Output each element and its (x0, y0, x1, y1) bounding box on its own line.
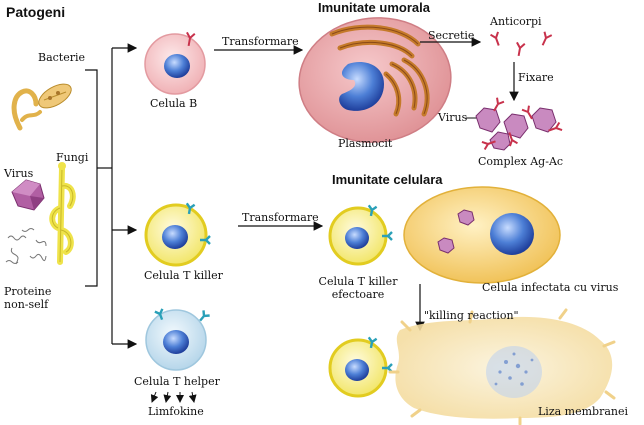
label-infected-cell: Celula infectata cu virus (482, 282, 618, 294)
label-transform-2: Transformare (242, 212, 319, 224)
label-fungi: Fungi (56, 152, 88, 164)
virus-illustration (12, 180, 44, 210)
b-cell (145, 32, 205, 94)
label-t-killer-effector-line2: efectoare (312, 289, 404, 301)
label-secretion: Secretie (428, 30, 474, 42)
antigen-antibody-complex (476, 98, 562, 150)
proteins-illustration (6, 229, 46, 265)
label-killing-reaction: "killing reaction" (424, 310, 519, 322)
label-t-killer-effector-line1: Celula T killer (312, 276, 404, 288)
label-proteins-line1: Proteine (4, 286, 51, 298)
label-transform-1: Transformare (222, 36, 299, 48)
t-killer-lysis-cell (330, 337, 392, 396)
t-helper-cell (146, 309, 210, 370)
label-t-killer: Celula T killer (144, 270, 223, 282)
label-antibodies: Anticorpi (490, 16, 542, 28)
heading-humoral-immunity: Imunitate umorala (318, 0, 430, 15)
label-b-cell: Celula B (150, 98, 197, 110)
label-membrane-lysis: Liza membranei (538, 406, 628, 418)
bacteria-illustration (14, 79, 75, 128)
infected-cell (404, 187, 560, 283)
fungi-illustration (52, 162, 73, 262)
label-virus: Virus (4, 168, 33, 180)
label-plasmocyte: Plasmocit (338, 138, 392, 150)
label-ag-ac-complex: Complex Ag-Ac (478, 156, 563, 168)
label-t-helper: Celula T helper (134, 376, 220, 388)
t-killer-cell (146, 203, 210, 265)
label-lymphokines: Limfokine (148, 406, 204, 418)
label-proteins-line2: non-self (4, 299, 48, 311)
label-virus-complex: Virus (438, 112, 467, 124)
label-bacteria: Bacterie (38, 52, 85, 64)
heading-cellular-immunity: Imunitate celulara (332, 172, 443, 187)
title-pathogens: Patogeni (6, 4, 65, 20)
label-fixation: Fixare (518, 72, 554, 84)
t-killer-effector-cell (330, 205, 392, 264)
antibodies-illustration (491, 32, 552, 57)
lymphokine-arrows (152, 392, 194, 402)
pathogen-bracket (85, 48, 112, 344)
